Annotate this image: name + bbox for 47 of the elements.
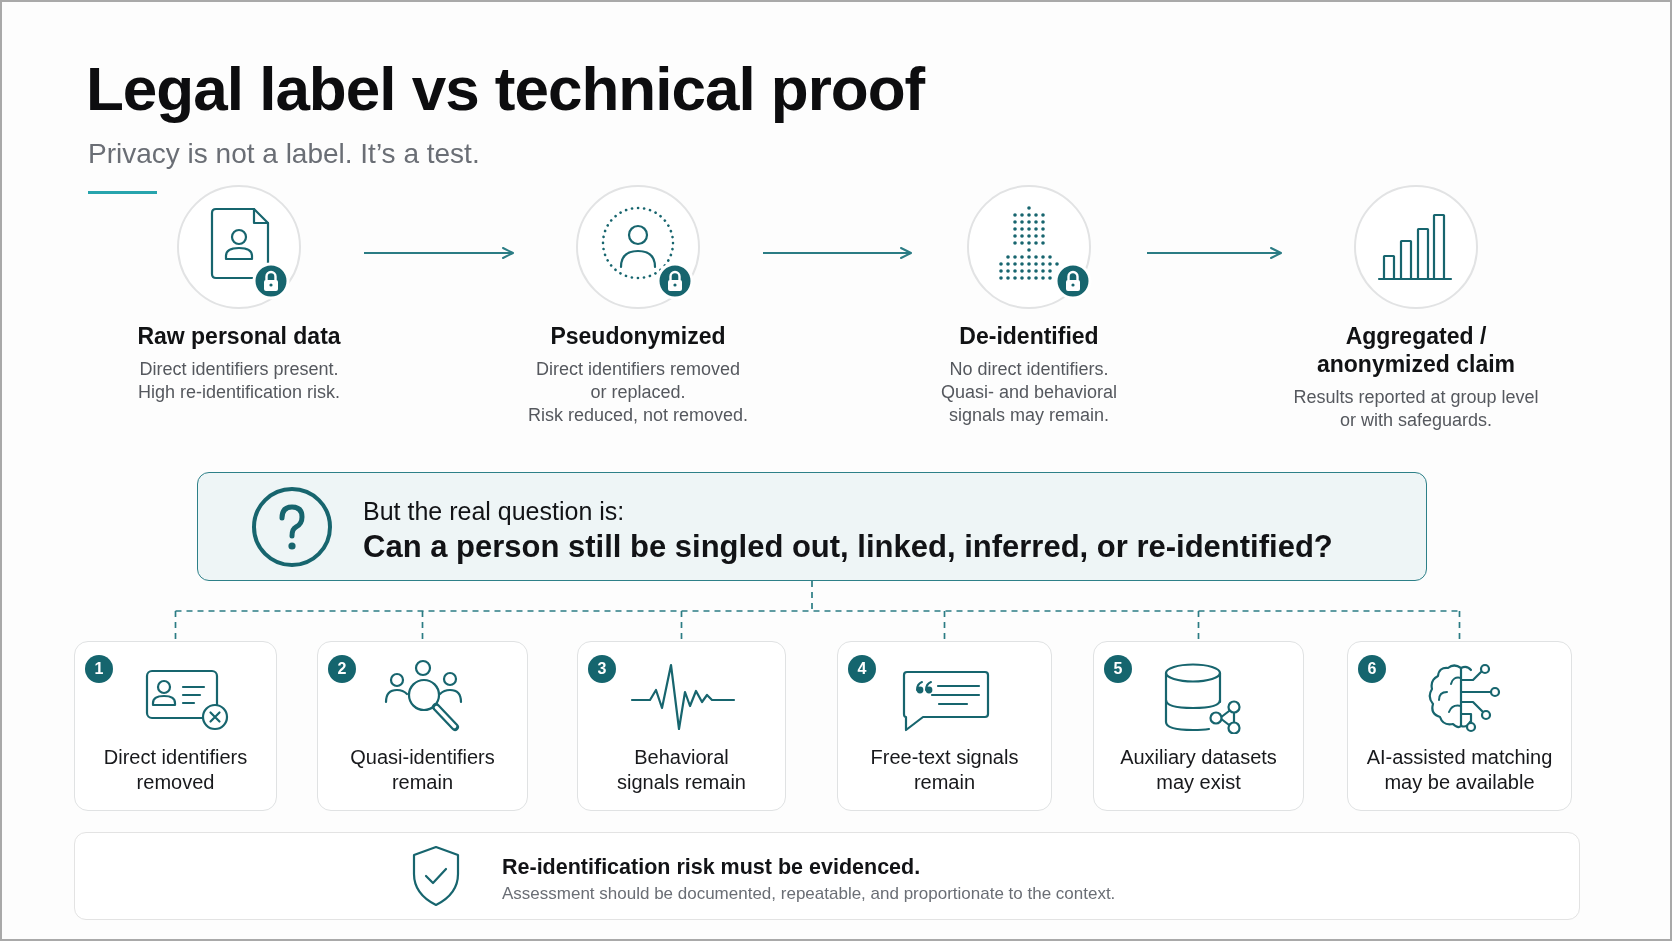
- connector-line: [680, 610, 683, 642]
- stage-description: No direct identifiers.: [948, 358, 1110, 381]
- card: [74, 641, 277, 811]
- card-label: Auxiliary datasets may exist: [1119, 745, 1278, 795]
- number-badge: 6: [1358, 655, 1386, 683]
- stage-title: Raw personal data: [136, 322, 342, 350]
- number-badge: 1: [85, 655, 113, 683]
- stage-description: Quasi- and behavioral signals may remain.: [939, 381, 1119, 427]
- connector-line: [174, 580, 1461, 612]
- connector-line: [943, 610, 946, 642]
- card-label: Behavioral signals remain: [616, 745, 747, 795]
- arrow: [762, 247, 912, 259]
- card: [1347, 641, 1572, 811]
- card: [1093, 641, 1304, 811]
- stage-description: Results reported at group level or with safeguards.: [1292, 386, 1540, 432]
- subtitle: Privacy is not a label. It’s a test.: [88, 137, 480, 171]
- number-badge: 5: [1104, 655, 1132, 683]
- summary-panel: [74, 832, 1580, 920]
- number-badge: 4: [848, 655, 876, 683]
- stage-description: High re-identification risk.: [136, 381, 342, 404]
- question-intro: But the real question is:: [363, 496, 625, 526]
- title: Legal label vs technical proof: [86, 54, 925, 124]
- card: [317, 641, 528, 811]
- connector-line: [421, 610, 424, 642]
- number-badge: 2: [328, 655, 356, 683]
- card-label: Quasi-identifiers remain: [349, 745, 496, 795]
- card: [577, 641, 786, 811]
- connector-line: [1197, 610, 1200, 642]
- stage-description: Direct identifiers removed or replaced.: [534, 358, 742, 404]
- card-label: Direct identifiers removed: [102, 745, 249, 795]
- stage-title: Aggregated / anonymized claim: [1315, 322, 1517, 378]
- card-label: AI-assisted matching may be available: [1365, 745, 1554, 795]
- number-badge: 3: [588, 655, 616, 683]
- summary-heading: Re-identification risk must be evidenced.: [502, 854, 921, 880]
- connector-line: [1458, 610, 1461, 642]
- arrow: [363, 247, 514, 259]
- stage-title: De-identified: [958, 322, 1100, 350]
- stage-title: Pseudonymized: [549, 322, 727, 350]
- question-panel: [197, 472, 1427, 581]
- stage-description: Risk reduced, not removed.: [526, 404, 750, 427]
- question-text: Can a person still be singled out, linked, inferred, or re-identified?: [363, 529, 1333, 565]
- card-label: Free-text signals remain: [869, 745, 1020, 795]
- card: [837, 641, 1052, 811]
- summary-note: Assessment should be documented, repeatable, and proportionate to the context.: [502, 883, 1116, 905]
- arrow: [1146, 247, 1282, 259]
- stage-description: Direct identifiers present.: [138, 358, 340, 381]
- connector-line: [174, 610, 177, 642]
